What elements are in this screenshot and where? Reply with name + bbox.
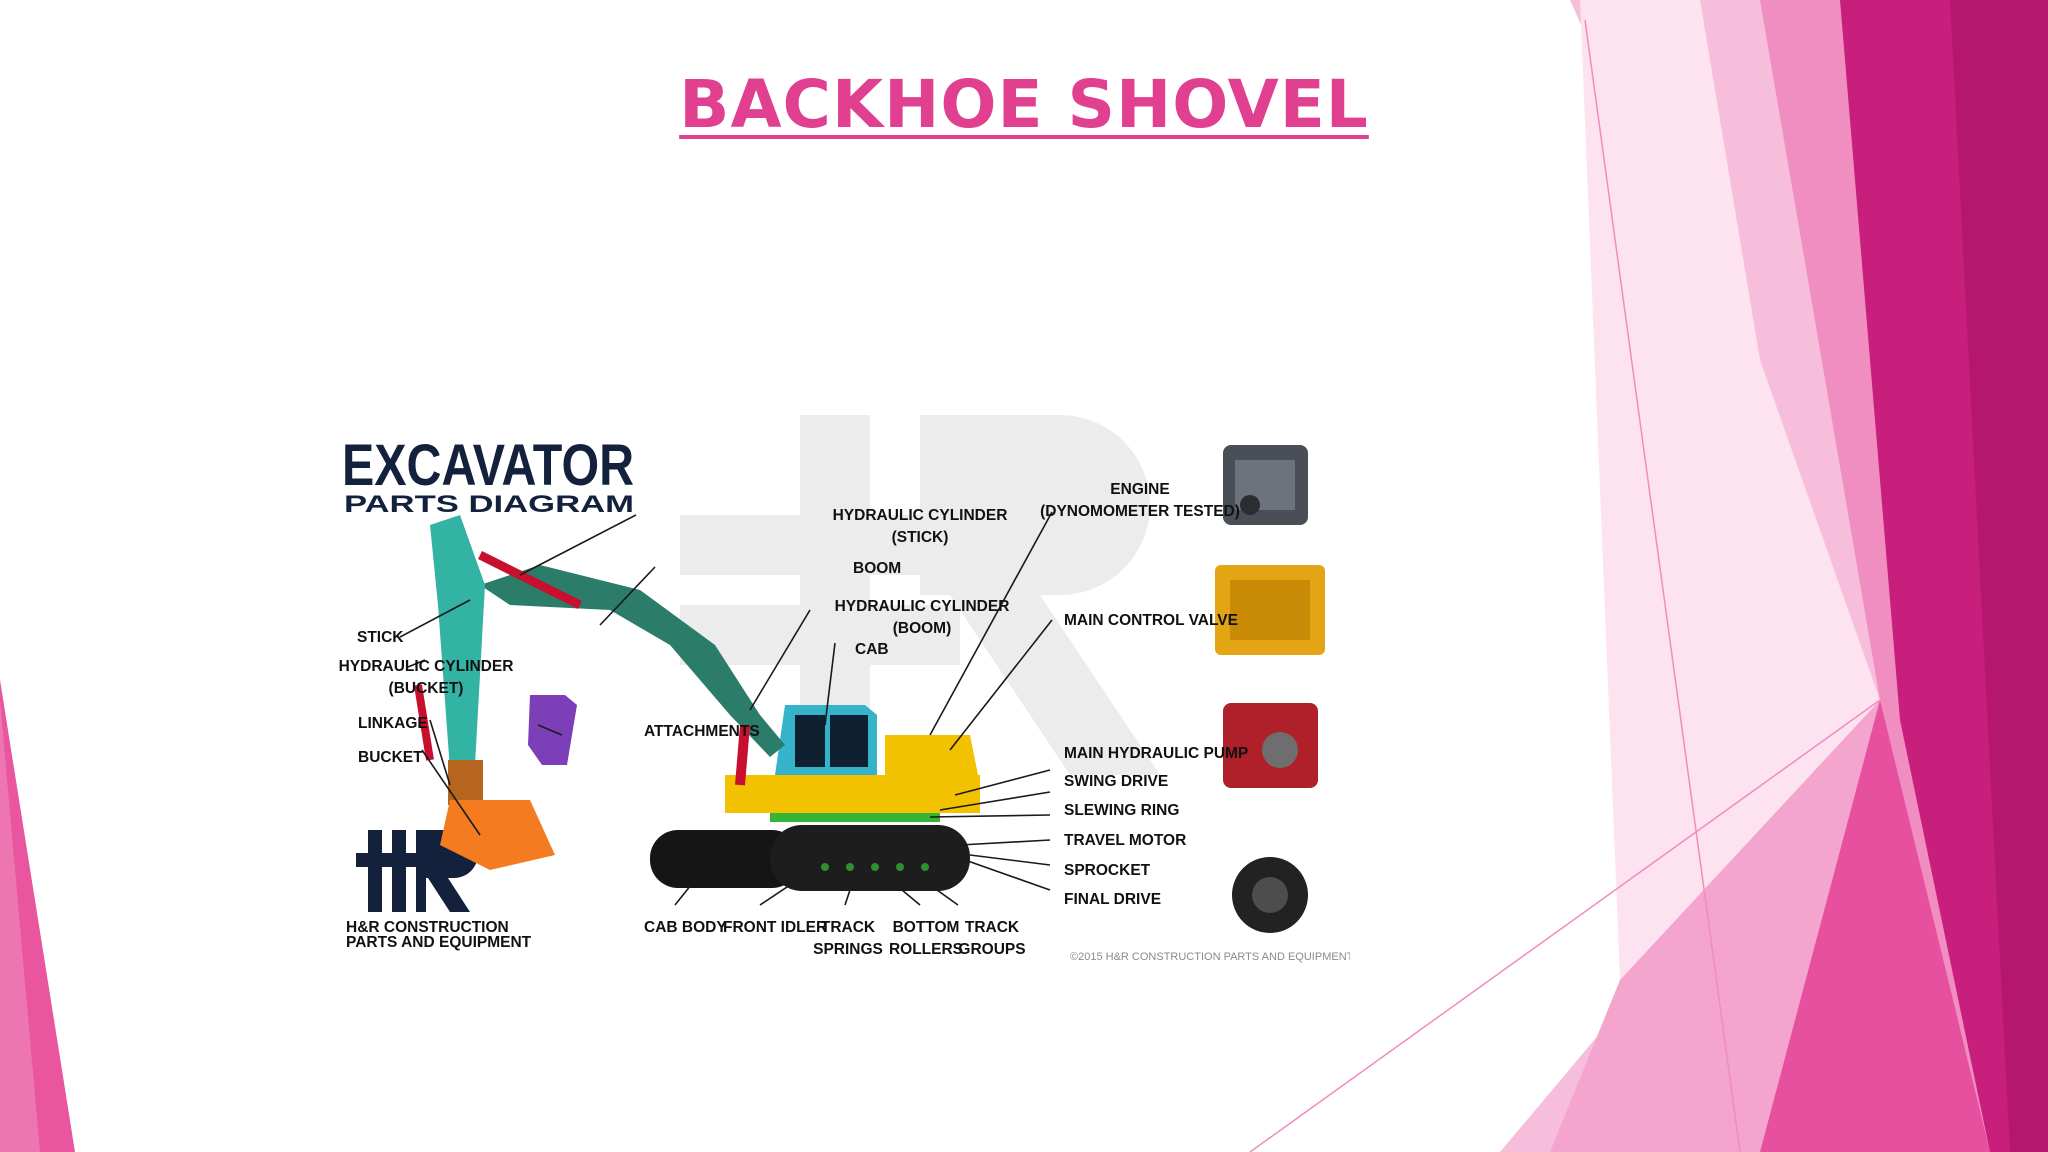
label-travel-motor: TRAVEL MOTOR bbox=[1064, 832, 1186, 849]
label-bottom-rollers-1: BOTTOM bbox=[893, 919, 960, 936]
deco-line-2 bbox=[1249, 699, 1881, 1152]
final-drive-photo bbox=[1232, 857, 1308, 933]
linkage-shape bbox=[448, 760, 483, 805]
label-swing-drive: SWING DRIVE bbox=[1064, 773, 1168, 790]
left-edge-shape-light bbox=[0, 700, 40, 1152]
track-rollers bbox=[821, 863, 929, 871]
copyright-text: ©2015 H&R CONSTRUCTION PARTS AND EQUIPME… bbox=[1070, 951, 1350, 963]
bucket-cylinder bbox=[414, 684, 434, 761]
right-facet-pale bbox=[1580, 0, 1880, 980]
diagram-subheading: PARTS DIAGRAM bbox=[344, 491, 634, 518]
engine-cover bbox=[885, 735, 978, 775]
boom-cylinder bbox=[735, 724, 750, 786]
right-facet-deep bbox=[1950, 0, 2048, 1152]
label-track-groups-2: GROUPS bbox=[958, 941, 1025, 958]
label-bottom-rollers-2: ROLLERS bbox=[889, 941, 963, 958]
excavator-illustration bbox=[414, 515, 980, 891]
label-cab: CAB bbox=[855, 641, 889, 658]
label-hyd-cyl-bucket-1: HYDRAULIC CYLINDER bbox=[339, 658, 514, 675]
label-track-groups-1: TRACK bbox=[965, 919, 1020, 936]
machine-body bbox=[725, 775, 980, 813]
engine-photo bbox=[1223, 445, 1308, 525]
slide-title: BACKHOE SHOVEL bbox=[679, 66, 1369, 143]
watermark-logo bbox=[680, 415, 1160, 775]
label-stick: STICK bbox=[357, 629, 404, 646]
label-main-control-valve: MAIN CONTROL VALVE bbox=[1064, 612, 1238, 629]
boom-arm bbox=[480, 565, 785, 757]
label-final-drive: FINAL DRIVE bbox=[1064, 891, 1161, 908]
label-track-springs-1: TRACK bbox=[821, 919, 876, 936]
track-front bbox=[770, 825, 970, 891]
hydraulic-pump-photo bbox=[1223, 703, 1318, 788]
right-facet-bottom bbox=[1550, 700, 1880, 1152]
label-main-hydraulic-pump: MAIN HYDRAULIC PUMP bbox=[1064, 745, 1248, 762]
label-bucket: BUCKET bbox=[358, 749, 423, 766]
label-hyd-cyl-boom-2: (BOOM) bbox=[893, 620, 952, 637]
label-boom: BOOM bbox=[853, 560, 901, 577]
track-rear bbox=[650, 830, 800, 888]
label-engine-2: (DYNOMOMETER TESTED) bbox=[1040, 503, 1240, 520]
attachment-shape bbox=[528, 695, 577, 765]
cab-window bbox=[795, 715, 825, 767]
stick-cylinder bbox=[477, 550, 583, 610]
label-slewing-ring: SLEWING RING bbox=[1064, 802, 1179, 819]
label-hyd-cyl-bucket-2: (BUCKET) bbox=[389, 680, 464, 697]
label-cab-body: CAB BODY bbox=[644, 919, 727, 936]
label-hyd-cyl-stick-1: HYDRAULIC CYLINDER bbox=[833, 507, 1008, 524]
label-hyd-cyl-stick-2: (STICK) bbox=[892, 529, 949, 546]
label-hyd-cyl-boom-1: HYDRAULIC CYLINDER bbox=[835, 598, 1010, 615]
label-attachments: ATTACHMENTS bbox=[644, 723, 760, 740]
logo-text-1: H&R CONSTRUCTION bbox=[346, 919, 509, 936]
cab-window-2 bbox=[830, 715, 868, 767]
stick-arm bbox=[430, 515, 485, 770]
label-linkage: LINKAGE bbox=[358, 715, 428, 732]
label-sprocket: SPROCKET bbox=[1064, 862, 1151, 879]
diagram-canvas: EXCAVATOR PARTS DIAGRAM H&R CONSTRUCTION… bbox=[339, 415, 1350, 963]
deco-line-1 bbox=[1584, 19, 1741, 1152]
diagram-heading: EXCAVATOR bbox=[342, 433, 634, 498]
leader-lines bbox=[399, 511, 1053, 906]
label-track-springs-2: SPRINGS bbox=[813, 941, 883, 958]
control-valve-photo bbox=[1215, 565, 1325, 655]
label-front-idler: FRONT IDLER bbox=[723, 919, 827, 936]
logo-text-2: PARTS AND EQUIPMENT bbox=[346, 934, 532, 951]
excavator-parts-diagram: EXCAVATOR PARTS DIAGRAM H&R CONSTRUCTION… bbox=[330, 405, 1350, 980]
label-engine-1: ENGINE bbox=[1110, 481, 1169, 498]
